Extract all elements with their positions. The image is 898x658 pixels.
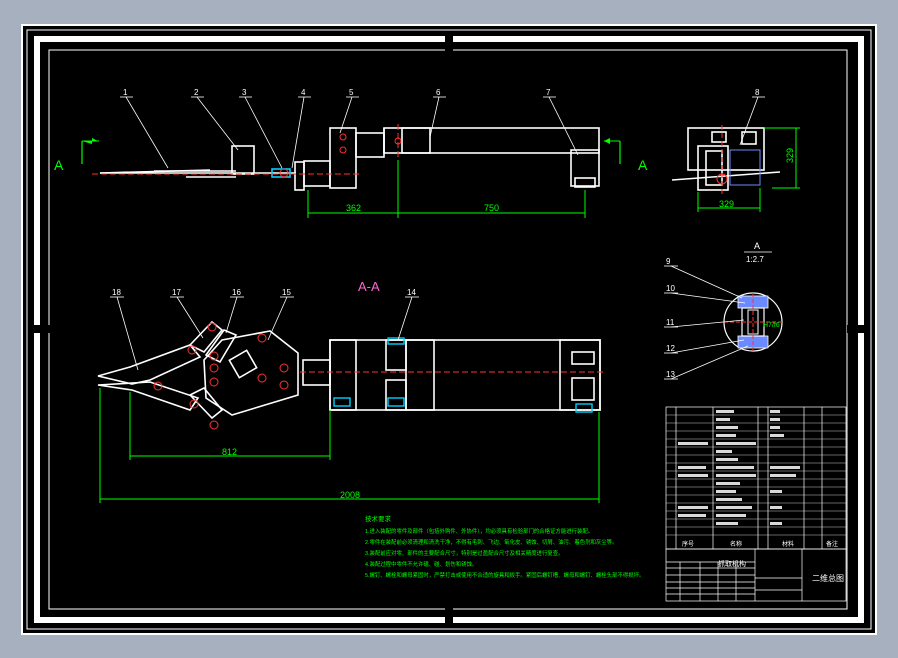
callout-10: 10	[666, 284, 675, 293]
detail-label: A	[754, 241, 760, 251]
callout-8: 8	[755, 88, 760, 97]
svg-text:A: A	[638, 157, 648, 173]
drawing-sheet	[21, 24, 877, 635]
dim-side-height: 329	[785, 148, 795, 163]
callout-4: 4	[301, 88, 306, 97]
callout-2: 2	[194, 88, 199, 97]
callout-13: 13	[666, 370, 675, 379]
lower-jaw	[97, 381, 200, 411]
callout-18: 18	[112, 288, 121, 297]
parts-list-fill	[678, 410, 800, 525]
svg-text:名称: 名称	[730, 540, 742, 548]
dim-top-right: 750	[484, 203, 499, 213]
top-view-holes	[279, 133, 402, 178]
callout-5: 5	[349, 88, 354, 97]
drawing-name: 抓取机构	[718, 559, 746, 568]
technical-notes: 技术要求 1.进入装配的零件及部件（包括外购件、外协件），均必须具有检验部门的合…	[365, 514, 644, 579]
svg-text:A: A	[54, 157, 64, 173]
bottom-callout-numbers: 18 17 16 15 14	[112, 288, 416, 297]
callout-3: 3	[242, 88, 247, 97]
side-view	[671, 127, 781, 191]
dim-bottom-overall: 2008	[340, 490, 360, 500]
callout-17: 17	[172, 288, 181, 297]
callout-9: 9	[666, 257, 671, 266]
callout-7: 7	[546, 88, 551, 97]
dim-top-left: 362	[346, 203, 361, 213]
section-mark-right: A	[604, 138, 648, 173]
top-callout-numbers: 1 2 3 4 5 6 7 8	[123, 88, 760, 97]
notes-heading: 技术要求	[365, 514, 392, 523]
callout-11: 11	[666, 318, 675, 327]
note-line: 4.装配过程中零件不允许磕、碰、划伤和锈蚀。	[365, 560, 477, 568]
note-line: 5.螺钉、螺栓和螺母紧固时，严禁打击或使用不合适的旋具和扳手。紧固后螺钉槽、螺母…	[365, 571, 644, 579]
top-view	[99, 127, 600, 191]
parts-list-header: 序号 名称 材料 备注	[682, 540, 838, 548]
detail-fit: H7/f6	[763, 322, 780, 329]
section-pins	[153, 322, 289, 430]
dim-bottom-inner: 812	[222, 447, 237, 457]
callout-14: 14	[407, 288, 416, 297]
centering-marks	[31, 34, 867, 625]
callout-16: 16	[232, 288, 241, 297]
svg-text:材料: 材料	[782, 540, 794, 548]
callout-6: 6	[436, 88, 441, 97]
detail-callout-numbers: 9 10 11 12 13	[666, 257, 675, 379]
detail-callout-leaders	[664, 265, 749, 380]
bottom-callout-leaders	[110, 296, 419, 371]
svg-text:备注: 备注	[826, 540, 838, 548]
gripper-plate	[203, 330, 299, 416]
section-seals	[333, 337, 593, 413]
note-line: 1.进入装配的零件及部件（包括外购件、外协件），均必须具有检验部门的合格证方能进…	[365, 527, 593, 535]
title-block	[665, 548, 847, 602]
side-view-dimensions	[697, 127, 800, 212]
note-line: 2.零件在装配前必须清理和清洗干净，不得有毛刺、飞边、氧化皮、锈蚀、切屑、油污、…	[365, 538, 617, 546]
section-title: A-A	[358, 279, 380, 294]
parts-list-rows	[666, 414, 846, 536]
top-callout-leaders	[120, 96, 765, 169]
section-mark-left: A	[54, 138, 99, 173]
note-line: 3.装配前应对零、部件的主要配合尺寸，特别是过盈配合尺寸及相关精度进行复查。	[365, 549, 564, 557]
top-view-dimensions	[307, 160, 586, 218]
side-view-hatch	[729, 149, 761, 186]
detail-scale: 1:2.7	[746, 255, 764, 264]
upper-jaw	[97, 344, 202, 385]
cylinder-block	[329, 127, 357, 189]
top-view-centerlines	[92, 124, 399, 175]
svg-text:序号: 序号	[682, 540, 694, 548]
dim-side-width: 329	[719, 199, 734, 209]
callout-15: 15	[282, 288, 291, 297]
callout-12: 12	[666, 344, 675, 353]
section-dimensions	[99, 388, 600, 503]
drawing-type: 二维总图	[812, 573, 844, 583]
section-view	[97, 320, 601, 420]
callout-1: 1	[123, 88, 128, 97]
